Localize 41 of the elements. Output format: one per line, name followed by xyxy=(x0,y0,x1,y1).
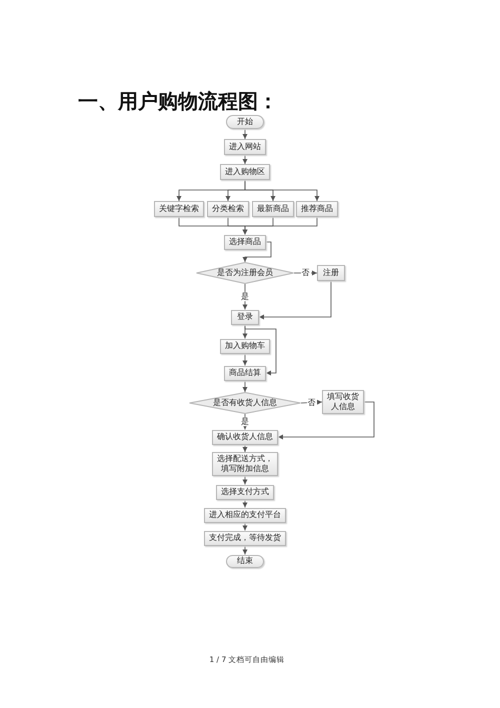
process-box: 选择支付方式 xyxy=(216,484,274,500)
process-box: 最新商品 xyxy=(252,201,294,217)
process-box: 进入购物区 xyxy=(220,164,270,180)
process-box: 关键字检索 xyxy=(154,201,204,217)
arrow xyxy=(242,499,248,508)
decision-diamond: 是否有收货人信息 xyxy=(189,392,301,414)
edge-label: 否 xyxy=(300,268,310,278)
edge-label: 否 xyxy=(306,398,316,408)
title: 一、用户购物流程图： xyxy=(78,88,278,115)
edge-label: 是 xyxy=(240,292,250,302)
process-box: 选择配送方式，填写附加信息 xyxy=(212,452,278,476)
arrow xyxy=(244,180,320,202)
arrow xyxy=(278,402,374,440)
process-box: 进入网站 xyxy=(224,139,266,155)
process-box: 商品结算 xyxy=(224,366,266,380)
arrow xyxy=(242,242,272,262)
rounded-box: 开始 xyxy=(226,115,264,129)
process-box: 确认收货人信息 xyxy=(212,430,278,444)
rounded-box: 结束 xyxy=(226,554,264,568)
arrow xyxy=(242,353,248,366)
edge-label: 是 xyxy=(240,416,250,427)
process-box: 进入相应的支付平台 xyxy=(204,508,286,522)
arrow xyxy=(244,324,276,376)
arrow xyxy=(242,154,248,164)
process-box: 注册 xyxy=(317,265,345,281)
arrow xyxy=(242,522,248,531)
arrow xyxy=(242,545,248,555)
arrow xyxy=(242,380,248,392)
process-box: 填写收货人信息 xyxy=(322,390,364,414)
process-box: 选择商品 xyxy=(224,234,266,250)
process-box: 加入购物车 xyxy=(220,338,270,354)
arrow xyxy=(258,280,332,320)
process-box: 登录 xyxy=(231,310,259,324)
decision-diamond: 是否为注册会员 xyxy=(196,262,294,284)
process-box: 分类检索 xyxy=(207,201,249,217)
arrow xyxy=(242,216,318,235)
arrow xyxy=(242,476,248,485)
process-box: 推荐商品 xyxy=(296,201,338,217)
process-box: 支付完成，等待发货 xyxy=(204,530,286,546)
arrow xyxy=(242,128,248,140)
arrow xyxy=(242,444,248,452)
